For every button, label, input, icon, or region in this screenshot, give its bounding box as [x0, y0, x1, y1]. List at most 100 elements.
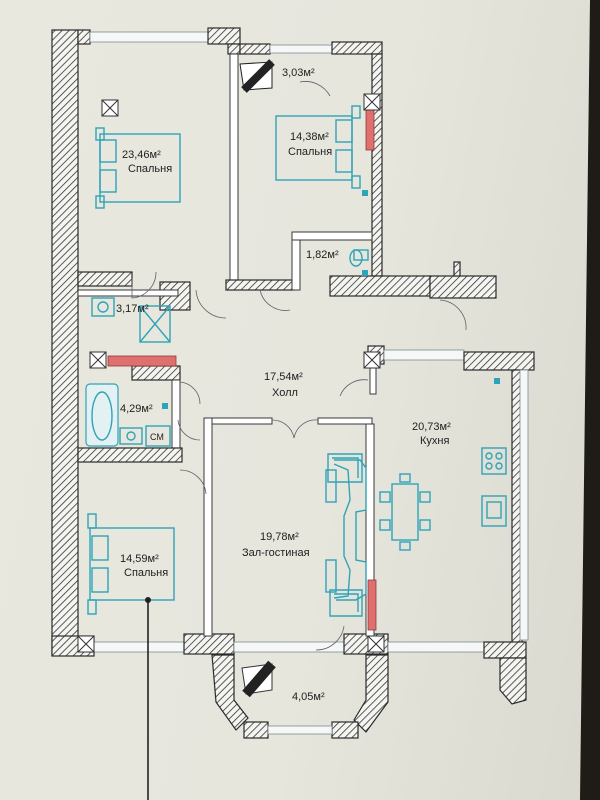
dining-table-icon [379, 473, 431, 551]
appliance-label: СМ [150, 432, 164, 442]
name-living: Зал-гостиная [242, 547, 310, 559]
window-kitchen-top [383, 349, 465, 361]
kitchen-sink-icon [481, 495, 507, 527]
area-bedroom-1: 23,46м² [122, 149, 161, 161]
bay-wall-left [211, 654, 249, 731]
wall-top-step [227, 43, 241, 55]
washing-machine-icon [145, 425, 171, 447]
area-closet: 3,03м² [282, 67, 315, 79]
bay-window [211, 654, 389, 739]
bed-icon [87, 513, 175, 615]
marker-square [162, 403, 168, 409]
door-bedroom-1 [131, 271, 157, 299]
exterior-walls [51, 27, 535, 705]
toilet-icon [349, 249, 369, 267]
marker-square [362, 190, 368, 196]
area-balcony: 4,05м² [292, 691, 325, 703]
wall-wc-left [291, 231, 301, 291]
stove-icon [481, 447, 507, 475]
door-living-balcony [315, 625, 345, 651]
area-bedroom-3: 14,59м² [120, 553, 159, 565]
area-bathroom-2: 4,29м² [120, 403, 153, 415]
name-kitchen: Кухня [420, 435, 449, 447]
door-bath [179, 381, 201, 405]
door-living [271, 419, 319, 439]
bay-wall-bottom-left [243, 721, 269, 739]
wall-kitchen-top2 [463, 351, 535, 371]
area-kitchen: 20,73м² [412, 421, 451, 433]
wall-wc-top [291, 231, 373, 241]
wall-mid-right2 [429, 275, 497, 299]
door-wc [259, 289, 291, 311]
interior-walls [77, 53, 377, 637]
name-bedroom-1: Спальня [128, 163, 172, 175]
shaft-bedroom-bottom [77, 635, 95, 653]
door-bedroom-3 [179, 469, 207, 495]
wall-top-step2 [239, 43, 271, 55]
area-bedroom-2: 14,38м² [290, 131, 329, 143]
armchair-icon [329, 589, 363, 617]
vent-duct-top [365, 109, 375, 151]
window-bottom-mid [233, 641, 345, 653]
wall-living-top2 [317, 417, 373, 425]
door-balcony [439, 299, 467, 331]
shaft-kitchen [363, 351, 381, 369]
shower-icon [139, 305, 171, 343]
wall-bedroom-right [229, 53, 239, 285]
bed-icon [95, 127, 181, 209]
area-bathroom-1: 3,17м² [116, 303, 149, 315]
wall-bottom-mid [183, 633, 235, 655]
washbasin-icon [119, 427, 143, 445]
wall-top-mid [207, 27, 241, 45]
name-bedroom-2: Спальня [288, 146, 332, 158]
wall-bedroom-bottom [77, 271, 133, 287]
wall-left [51, 29, 79, 656]
shaft-living [367, 635, 385, 653]
wall-bedroom-bottom2 [225, 279, 295, 291]
window-top-left [89, 31, 209, 43]
marker-square [362, 270, 368, 276]
sink-icon [91, 297, 115, 317]
vent-duct-bath [107, 355, 177, 367]
shafts [77, 93, 385, 653]
vent-duct-living [367, 579, 377, 631]
wall-bath-top [77, 289, 179, 297]
window-top-right [269, 44, 333, 54]
window-bottom-left [93, 641, 185, 653]
wall-bath-mid [131, 365, 181, 381]
window-bottom-right [387, 641, 485, 653]
bed-icon [275, 105, 361, 189]
door-bath2 [177, 419, 201, 441]
shaft-bedroom [101, 99, 119, 117]
room-labels: 23,46м² Спальня 3,03м² 14,38м² Спальня 1… [116, 67, 451, 703]
wall-top-left [77, 29, 91, 45]
wall-top-right [331, 41, 383, 55]
sofa-icon [325, 459, 367, 601]
wall-corner-br [499, 657, 527, 705]
wall-right-upper [371, 53, 383, 277]
wall-bath-right2 [171, 379, 181, 451]
marker-square [494, 378, 500, 384]
wall-bath-bottom [77, 447, 183, 463]
armchair-icon [327, 453, 363, 483]
area-wc: 1,82м² [306, 249, 339, 261]
bay-wall-bottom-right [331, 721, 359, 739]
area-hall: 17,54м² [264, 371, 303, 383]
wall-living-left [203, 417, 213, 637]
shaft-top-right [363, 93, 381, 111]
shaft-bath [89, 351, 107, 369]
window-right [519, 369, 529, 641]
area-living: 19,78м² [260, 531, 299, 543]
wall-living-top [211, 417, 273, 425]
wall-mid-right [329, 275, 431, 297]
name-hall: Холл [272, 387, 298, 399]
bay-wall-right [353, 654, 389, 733]
door-kitchen [339, 379, 369, 397]
wall-bottom-far [483, 641, 527, 659]
bay-window-bottom [267, 725, 333, 735]
furniture [85, 105, 507, 617]
door-bedroom-1b [195, 289, 227, 319]
name-bedroom-3: Спальня [124, 567, 168, 579]
doors [131, 81, 467, 651]
